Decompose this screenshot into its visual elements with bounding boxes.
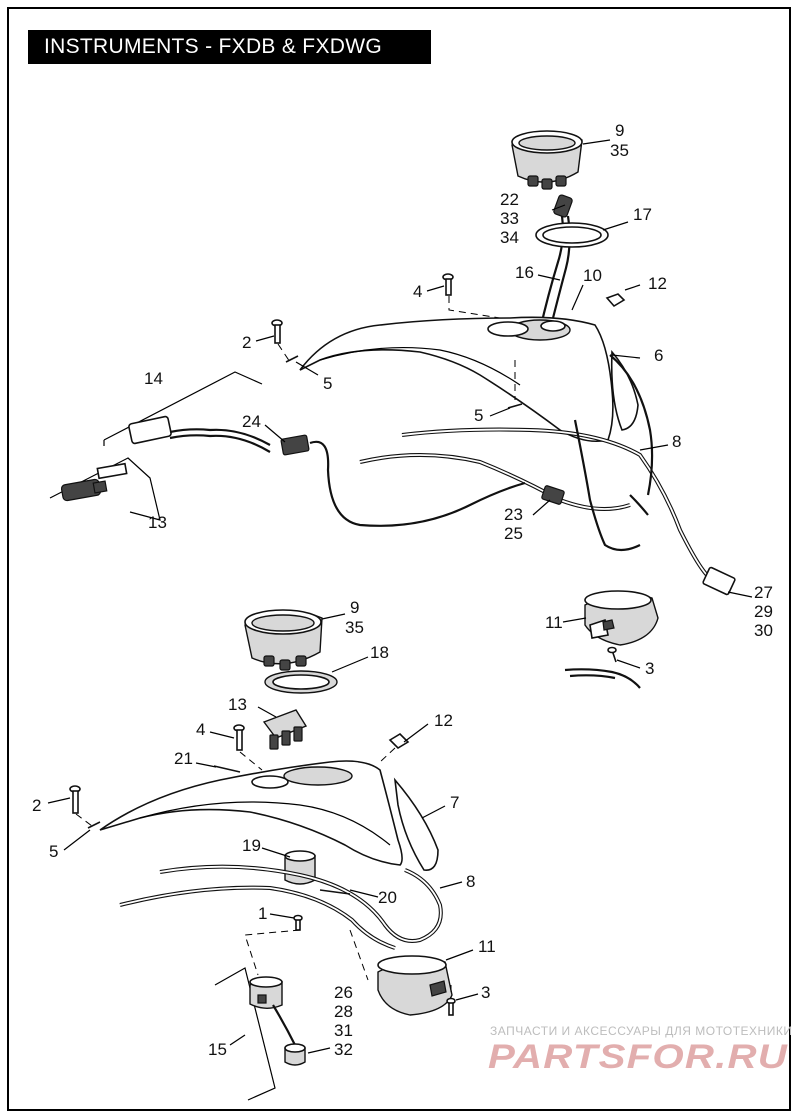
callout-10: 10 — [583, 266, 602, 285]
dash-line — [349, 929, 369, 981]
callout-5-mid: 5 — [474, 406, 483, 425]
watermark-tagline: ЗАПЧАСТИ И АКСЕССУАРЫ ДЛЯ МОТОТЕХНИКИ — [490, 1024, 792, 1038]
washer-5c — [87, 821, 101, 829]
callout-11-upper: 11 — [545, 613, 563, 632]
callout-20: 20 — [378, 888, 397, 907]
dash-line — [379, 747, 396, 763]
callout-25: 25 — [504, 524, 523, 543]
callout-8-lower: 8 — [466, 872, 475, 891]
callout-24: 24 — [242, 412, 261, 431]
screw-1 — [293, 914, 303, 931]
jumper-wire — [309, 440, 526, 527]
screw-3-head — [607, 646, 617, 654]
callout-4-upper: 4 — [413, 282, 422, 301]
callout-15: 15 — [208, 1040, 227, 1059]
callout-2-upper: 2 — [242, 333, 251, 352]
callout-4-lower: 4 — [196, 720, 205, 739]
cup-wire — [564, 668, 641, 689]
callout-12-lower: 12 — [434, 711, 453, 730]
speedometer-gauge-lower — [244, 609, 323, 671]
screw-3-lower — [446, 997, 456, 1016]
callout-27: 27 — [754, 583, 773, 602]
callout-9-lower: 9 — [350, 598, 359, 617]
gauge-gasket-ring-17 — [535, 222, 609, 248]
callout-19: 19 — [242, 836, 261, 855]
callout-34: 34 — [500, 228, 519, 247]
screw-4-lower — [233, 724, 245, 751]
screw-2-lower — [69, 785, 81, 814]
nut-12-upper — [605, 293, 626, 308]
callout-3-upper: 3 — [645, 659, 654, 678]
screw-4-upper — [442, 273, 454, 296]
screw-2-upper — [271, 319, 283, 344]
callout-13-upper: 13 — [148, 513, 167, 532]
callout-23: 23 — [504, 505, 523, 524]
callout-9-upper: 9 — [615, 121, 624, 140]
fuse-holder-13-lower — [262, 709, 308, 750]
gauge-cup-11-upper — [584, 590, 659, 646]
watermark-logo: PARTSFOR.RU — [488, 1038, 789, 1076]
dash-line — [239, 751, 263, 771]
callout-21: 21 — [174, 749, 193, 768]
console-6 — [299, 316, 639, 443]
callout-18: 18 — [370, 643, 389, 662]
callout-17: 17 — [633, 205, 652, 224]
callout-29: 29 — [754, 602, 773, 621]
dash-line — [75, 813, 93, 827]
nut-12-lower — [388, 732, 410, 750]
diagram-title: INSTRUMENTS - FXDB & FXDWG — [28, 30, 431, 64]
callout-28: 28 — [334, 1002, 353, 1021]
callout-8-upper: 8 — [672, 432, 681, 451]
callout-35-lower: 35 — [345, 618, 364, 637]
fuse-block-13-upper — [49, 457, 161, 521]
callout-32: 32 — [334, 1040, 353, 1059]
callout-22: 22 — [500, 190, 519, 209]
console-7 — [99, 760, 439, 871]
callout-31: 31 — [334, 1021, 353, 1040]
dash-line — [277, 343, 291, 363]
callout-35-upper: 35 — [610, 141, 629, 160]
callout-7: 7 — [450, 793, 459, 812]
callout-3-lower: 3 — [481, 983, 490, 1002]
dash-line — [244, 929, 301, 976]
gauge-connector-upper — [538, 194, 573, 331]
callout-1: 1 — [258, 904, 267, 923]
washer-5 — [285, 355, 299, 363]
callout-16: 16 — [515, 263, 534, 282]
callout-13-lower: 13 — [228, 695, 247, 714]
gauge-cup-11-lower — [377, 955, 453, 1016]
callout-12-upper: 12 — [648, 274, 667, 293]
callout-11-lower: 11 — [478, 937, 496, 956]
callout-5-lower: 5 — [49, 842, 58, 861]
wiring-harness-14 — [103, 371, 310, 456]
washer-5b — [507, 403, 523, 409]
wiring-harness-8-lower — [119, 864, 443, 950]
diagram-frame — [7, 7, 791, 1111]
wiring-harness-8-upper — [359, 354, 736, 596]
callout-33: 33 — [500, 209, 519, 228]
callout-labels: 9 35 22 33 34 17 16 10 4 12 2 5 6 14 24 … — [32, 121, 773, 1059]
leader-lines — [47, 139, 753, 1054]
callout-30: 30 — [754, 621, 773, 640]
callout-14: 14 — [144, 369, 163, 388]
callout-26: 26 — [334, 983, 353, 1002]
clip-21 — [213, 765, 241, 773]
gauge-ring-18 — [264, 670, 338, 694]
callout-6: 6 — [654, 346, 663, 365]
speedometer-gauge-upper — [511, 130, 583, 190]
sensor-assembly-15 — [214, 967, 306, 1101]
cup-wire-2 — [569, 674, 616, 680]
callout-5-upper: 5 — [323, 374, 332, 393]
callout-2-lower: 2 — [32, 796, 41, 815]
